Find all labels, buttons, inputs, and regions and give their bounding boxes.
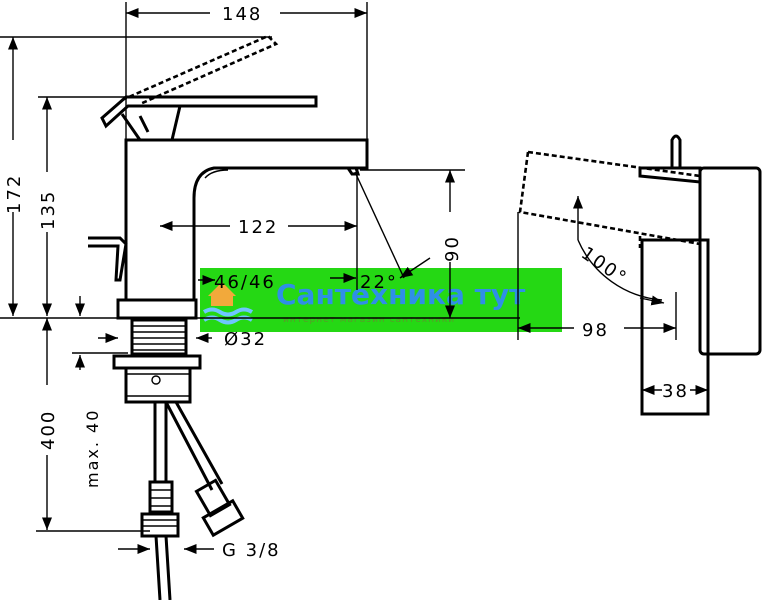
lever-pin xyxy=(670,134,682,170)
hose-straight xyxy=(153,402,168,482)
dimension-label-400: 400 xyxy=(38,410,59,450)
side-body xyxy=(640,238,710,416)
popup-rod xyxy=(88,236,128,282)
dimension-90: 90 xyxy=(360,169,465,318)
hose-nut-right xyxy=(201,498,245,538)
dimension-22-degree: 22° xyxy=(330,171,431,293)
lever-raised-outline xyxy=(121,34,279,106)
hose-nut-left xyxy=(140,512,180,538)
dimension-g38: G 3/8 xyxy=(118,540,281,561)
dimension-32: Ø32 xyxy=(98,329,267,350)
dimension-label-g38: G 3/8 xyxy=(222,540,281,561)
dimension-172: 172 xyxy=(0,36,272,316)
watermark-subtitle: интернет магазин сантехники xyxy=(283,315,455,325)
dimension-label-100: 100° xyxy=(577,243,631,290)
watermark: Сантехника тут интернет магазин сантехни… xyxy=(200,268,562,332)
dimension-label-38: 38 xyxy=(662,381,689,402)
dimension-135: 135 xyxy=(38,96,140,316)
nut-body xyxy=(124,366,192,404)
body-highlight xyxy=(204,169,229,179)
dimension-max-40: max. 40 xyxy=(72,296,128,488)
watermark-background xyxy=(200,268,562,332)
arc-100 xyxy=(577,239,663,301)
dimension-label-98: 98 xyxy=(582,320,609,341)
watermark-title: Сантехника тут xyxy=(276,278,526,311)
dimension-label-122: 122 xyxy=(238,217,278,238)
dimension-label-32: Ø32 xyxy=(224,329,267,350)
dimension-400: 400 xyxy=(36,318,150,532)
dimension-label-90: 90 xyxy=(442,235,463,262)
base-plate xyxy=(116,298,198,320)
side-head xyxy=(698,166,762,356)
hose-end-left xyxy=(154,535,172,600)
hose-fitting-right xyxy=(194,478,232,518)
mounting-nut xyxy=(112,354,202,370)
dimension-label-22: 22° xyxy=(360,272,398,293)
hose-fitting-left xyxy=(148,480,174,514)
dimension-122: 122 xyxy=(160,170,358,290)
hose-angled xyxy=(164,401,224,491)
dimension-label-max-40: max. 40 xyxy=(83,409,102,488)
dimension-label-172: 172 xyxy=(4,174,25,214)
faucet-body xyxy=(124,138,369,302)
aerator xyxy=(346,167,361,176)
dimension-label-135: 135 xyxy=(38,190,59,230)
threaded-shank xyxy=(130,318,188,356)
faucet-front-view xyxy=(88,34,369,600)
lever-joint xyxy=(120,105,182,141)
dimension-148: 148 xyxy=(125,2,368,140)
dimension-label-148: 148 xyxy=(222,4,262,25)
dimension-label-46: 46/46 xyxy=(214,272,276,293)
lever xyxy=(100,95,318,129)
thread-lines xyxy=(132,325,186,351)
dimension-46: 46/46 xyxy=(198,272,276,293)
